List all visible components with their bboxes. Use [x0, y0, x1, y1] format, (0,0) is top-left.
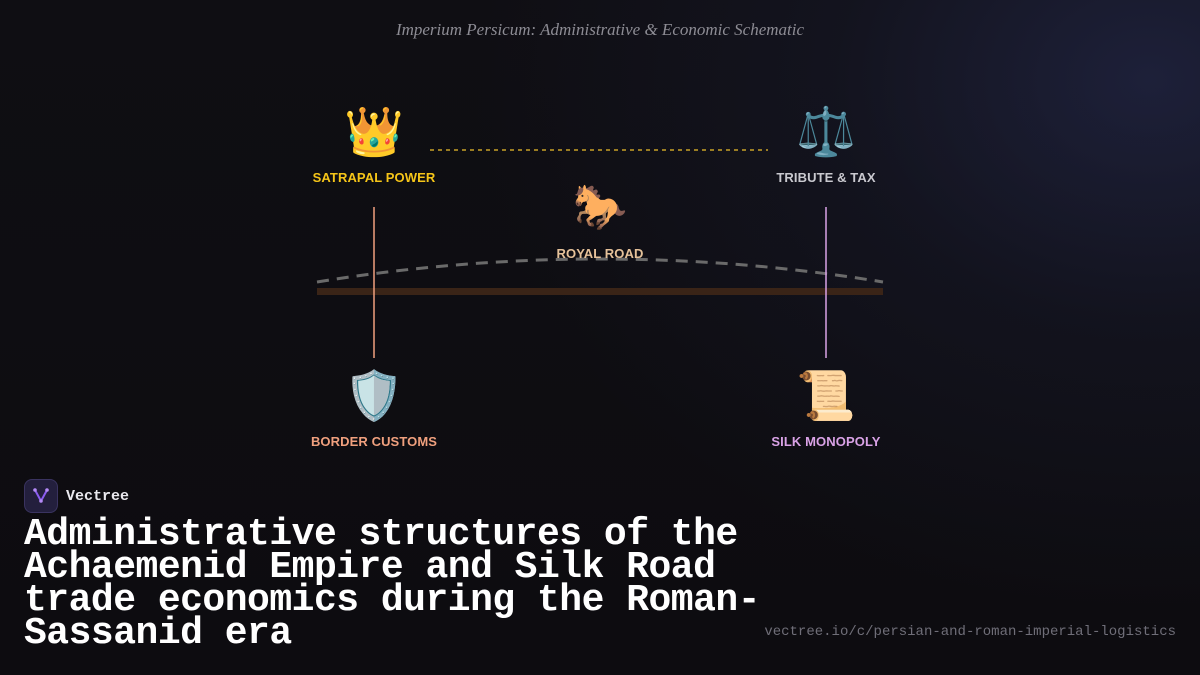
brand[interactable]: Vectree	[24, 479, 129, 513]
node-border-customs: 🛡️ BORDER CUSTOMS	[284, 368, 464, 449]
scroll-icon: 📜	[796, 368, 856, 424]
crown-icon: 👑	[344, 104, 404, 160]
node-label-royal-road: ROYAL ROAD	[556, 246, 644, 261]
node-label-silk-monopoly: SILK MONOPOLY	[771, 434, 881, 449]
page-url[interactable]: vectree.io/c/persian-and-roman-imperial-…	[764, 624, 1176, 640]
node-silk-monopoly: 📜 SILK MONOPOLY	[736, 368, 916, 449]
vectree-logo-icon	[24, 479, 58, 513]
node-label-border-customs: BORDER CUSTOMS	[310, 434, 438, 449]
shield-icon: 🛡️	[344, 368, 404, 424]
node-satrapal-power: 👑 SATRAPAL POWER	[284, 104, 464, 185]
node-label-satrapal-power: SATRAPAL POWER	[312, 170, 436, 185]
node-label-tribute-tax: TRIBUTE & TAX	[776, 170, 876, 185]
main-headline: Administrative structures of the Achaeme…	[24, 513, 761, 655]
road-arc	[316, 257, 884, 284]
horse-icon: 🐎	[572, 182, 628, 233]
brand-name: Vectree	[66, 487, 130, 505]
schematic-title: Imperium Persicum: Administrative & Econ…	[395, 20, 805, 39]
node-tribute-tax: ⚖️ TRIBUTE & TAX	[736, 104, 916, 185]
road-band	[317, 288, 883, 295]
node-royal-road: 🐎 ROYAL ROAD	[510, 180, 690, 261]
scales-icon: ⚖️	[796, 104, 856, 160]
